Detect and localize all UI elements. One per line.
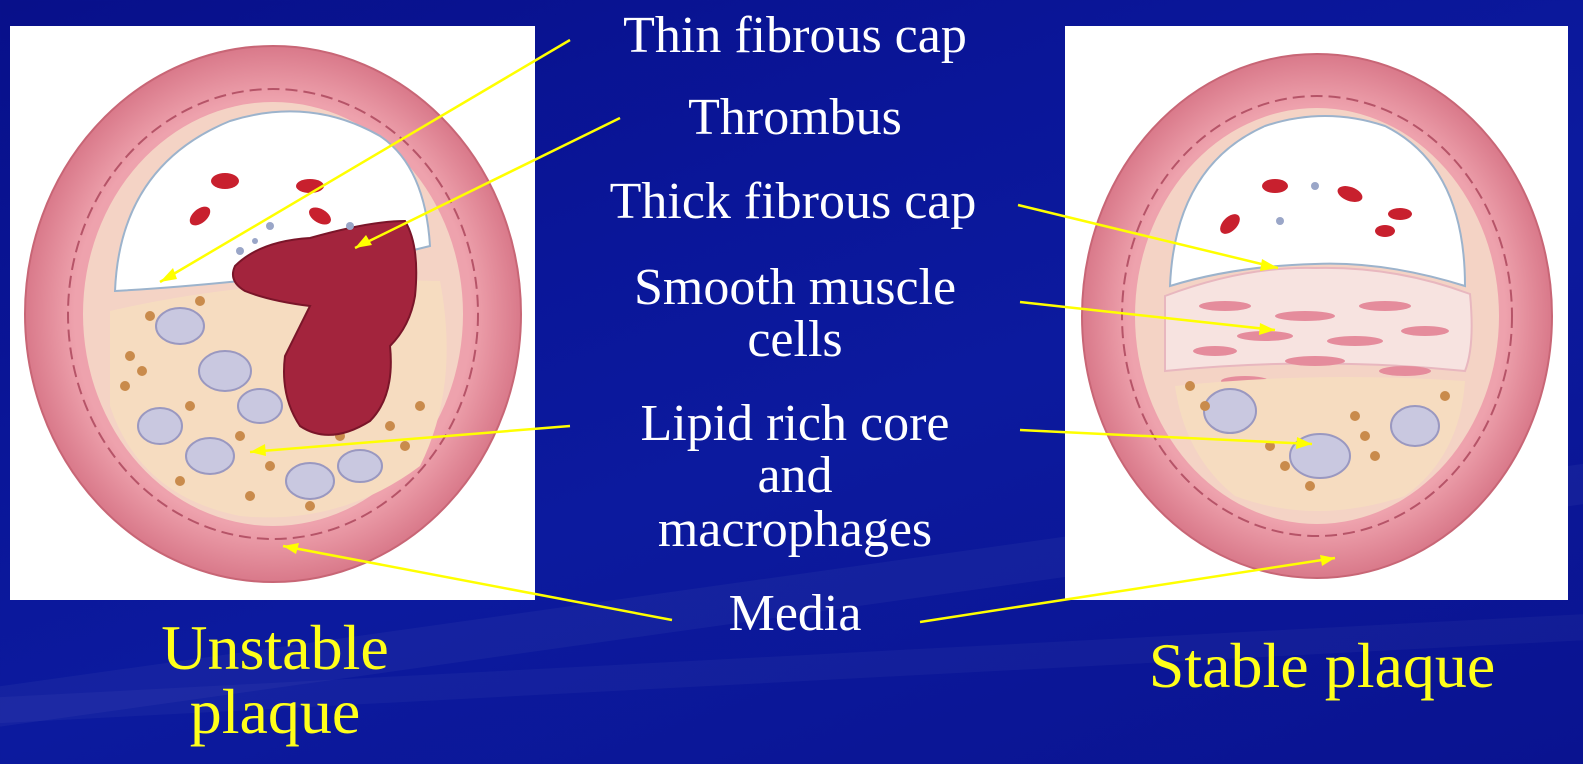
label-lipid-line1: Lipid rich core bbox=[641, 402, 950, 446]
title-unstable-line1: Unstable bbox=[161, 620, 389, 676]
label-smooth-muscle-line2: cells bbox=[747, 318, 842, 362]
label-lipid-line3: macrophages bbox=[658, 508, 932, 552]
label-thin-fibrous-cap: Thin fibrous cap bbox=[623, 14, 967, 58]
title-unstable-line2: plaque bbox=[190, 684, 361, 740]
title-stable: Stable plaque bbox=[1149, 638, 1496, 694]
stable-plaque-panel bbox=[1065, 26, 1568, 600]
label-media: Media bbox=[729, 592, 862, 636]
label-smooth-muscle-line1: Smooth muscle bbox=[634, 266, 956, 310]
stable-plaque-illustration bbox=[1065, 26, 1568, 600]
label-thick-fibrous-cap: Thick fibrous cap bbox=[610, 180, 977, 224]
unstable-plaque-panel bbox=[10, 26, 535, 600]
label-lipid-line2: and bbox=[757, 454, 832, 498]
label-thrombus: Thrombus bbox=[688, 96, 902, 140]
unstable-plaque-illustration bbox=[10, 26, 535, 600]
